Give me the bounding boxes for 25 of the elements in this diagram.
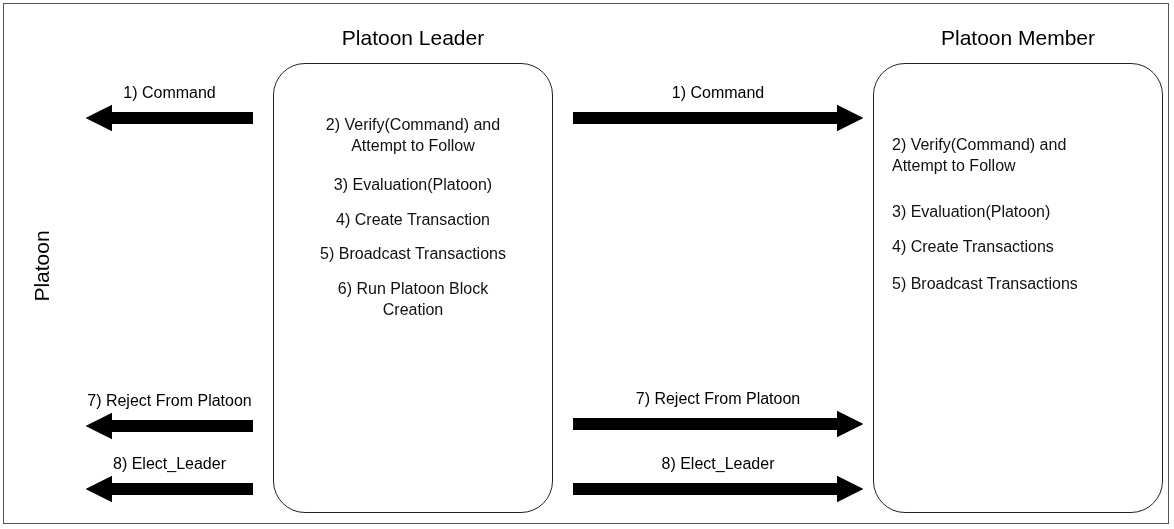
edge-label: 7) Reject From Platoon bbox=[85, 392, 254, 410]
edge-label: 8) Elect_Leader bbox=[659, 455, 777, 473]
arrow bbox=[85, 412, 253, 440]
arrow bbox=[573, 410, 864, 438]
step-text: 6) Run Platoon Block Creation bbox=[336, 279, 490, 320]
step-text: 2) Verify(Command) and Attempt to Follow bbox=[324, 115, 502, 156]
step-text: 5) Broadcast Transactions bbox=[320, 244, 506, 264]
arrow bbox=[85, 104, 253, 132]
arrow bbox=[573, 475, 864, 503]
step-text: 4) Create Transactions bbox=[892, 237, 1054, 257]
edge-label: 1) Command bbox=[669, 84, 767, 102]
step-text: 5) Broadcast Transactions bbox=[892, 274, 1078, 294]
diagram-frame bbox=[3, 3, 1169, 524]
edge-label: 8) Elect_Leader bbox=[111, 455, 228, 473]
arrow bbox=[573, 104, 864, 132]
step-text: 3) Evaluation(Platoon) bbox=[892, 202, 1051, 222]
step-text: 2) Verify(Command) and Attempt to Follow bbox=[892, 135, 1068, 176]
step-text: 4) Create Transaction bbox=[336, 210, 490, 230]
arrow bbox=[85, 475, 253, 503]
frame-label: Platoon bbox=[30, 230, 54, 302]
box-heading: Platoon Leader bbox=[341, 26, 485, 50]
edge-label: 1) Command bbox=[121, 84, 218, 102]
step-text: 3) Evaluation(Platoon) bbox=[333, 175, 493, 195]
box-heading: Platoon Member bbox=[940, 26, 1096, 50]
edge-label: 7) Reject From Platoon bbox=[633, 390, 803, 408]
